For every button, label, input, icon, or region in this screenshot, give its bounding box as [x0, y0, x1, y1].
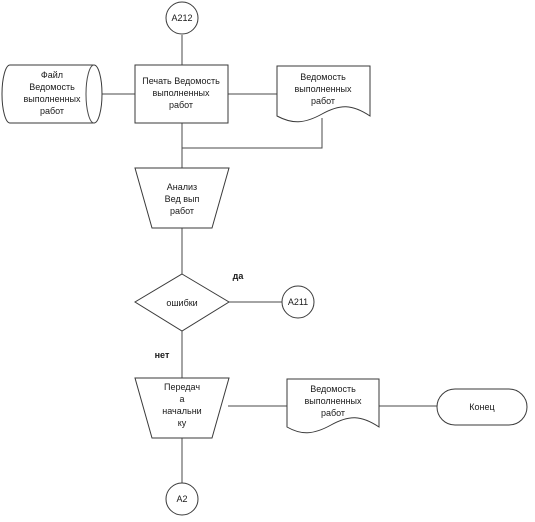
document-top: Ведомость выполненных работ — [276, 65, 371, 123]
print-label-line-2: выполненных — [152, 88, 210, 98]
document-bottom-shape — [286, 378, 380, 434]
print-process-box — [134, 64, 229, 124]
decision: ошибки да нет — [134, 271, 245, 360]
file-label-line-2: Ведомость — [29, 82, 75, 92]
file-storage: Файл Ведомость выполненных работ — [1, 64, 103, 124]
analysis-operation: Анализ Вед вып работ — [134, 167, 230, 229]
document-bottom: Ведомость выполненных работ — [286, 378, 380, 434]
transfer-operation: Передач а начальни ку — [134, 377, 230, 439]
document-top-line-1: Ведомость — [300, 72, 346, 82]
analysis-trapezoid — [134, 167, 230, 229]
transfer-line-4: ку — [178, 418, 187, 428]
connector-a2-label: A2 — [176, 494, 187, 504]
connector-lines — [102, 35, 437, 483]
file-storage-edge — [85, 64, 95, 124]
file-label-line-3: выполненных — [23, 94, 81, 104]
decision-diamond — [134, 273, 230, 332]
transfer-line-1: Передач — [164, 382, 200, 392]
file-label-line-4: работ — [40, 106, 64, 116]
connector-a211: A211 — [281, 285, 315, 319]
decision-label: ошибки — [166, 298, 197, 308]
decision-no-label: нет — [155, 350, 170, 360]
connector-a2: A2 — [165, 482, 199, 516]
connector-a211-label: A211 — [288, 297, 308, 307]
transfer-line-2: а — [179, 394, 184, 404]
file-label-line-1: Файл — [41, 70, 63, 80]
terminator-label: Конец — [469, 402, 494, 412]
print-label-line-1: Печать Ведомость — [142, 76, 220, 86]
analysis-line-2: Вед вып — [165, 194, 200, 204]
connector-a212: A212 — [165, 1, 199, 35]
print-label-line-3: работ — [169, 100, 193, 110]
connector-circle — [281, 285, 315, 319]
document-top-line-2: выполненных — [294, 84, 352, 94]
connector-a212-label: A212 — [171, 13, 192, 23]
terminator-shape — [436, 388, 528, 426]
connector-circle — [165, 482, 199, 516]
analysis-line-3: работ — [170, 206, 194, 216]
document-bottom-line-2: выполненных — [304, 396, 362, 406]
analysis-line-1: Анализ — [167, 182, 197, 192]
document-bottom-line-3: работ — [321, 408, 345, 418]
terminator: Конец — [436, 388, 528, 426]
line-document-return — [182, 118, 323, 149]
transfer-line-3: начальни — [162, 406, 201, 416]
transfer-trapezoid — [134, 377, 230, 439]
connector-circle — [165, 1, 199, 35]
document-bottom-line-1: Ведомость — [310, 384, 356, 394]
document-top-shape — [276, 65, 371, 123]
document-top-line-3: работ — [311, 96, 335, 106]
decision-yes-label: да — [233, 271, 245, 281]
print-process: Печать Ведомость выполненных работ — [134, 64, 229, 124]
